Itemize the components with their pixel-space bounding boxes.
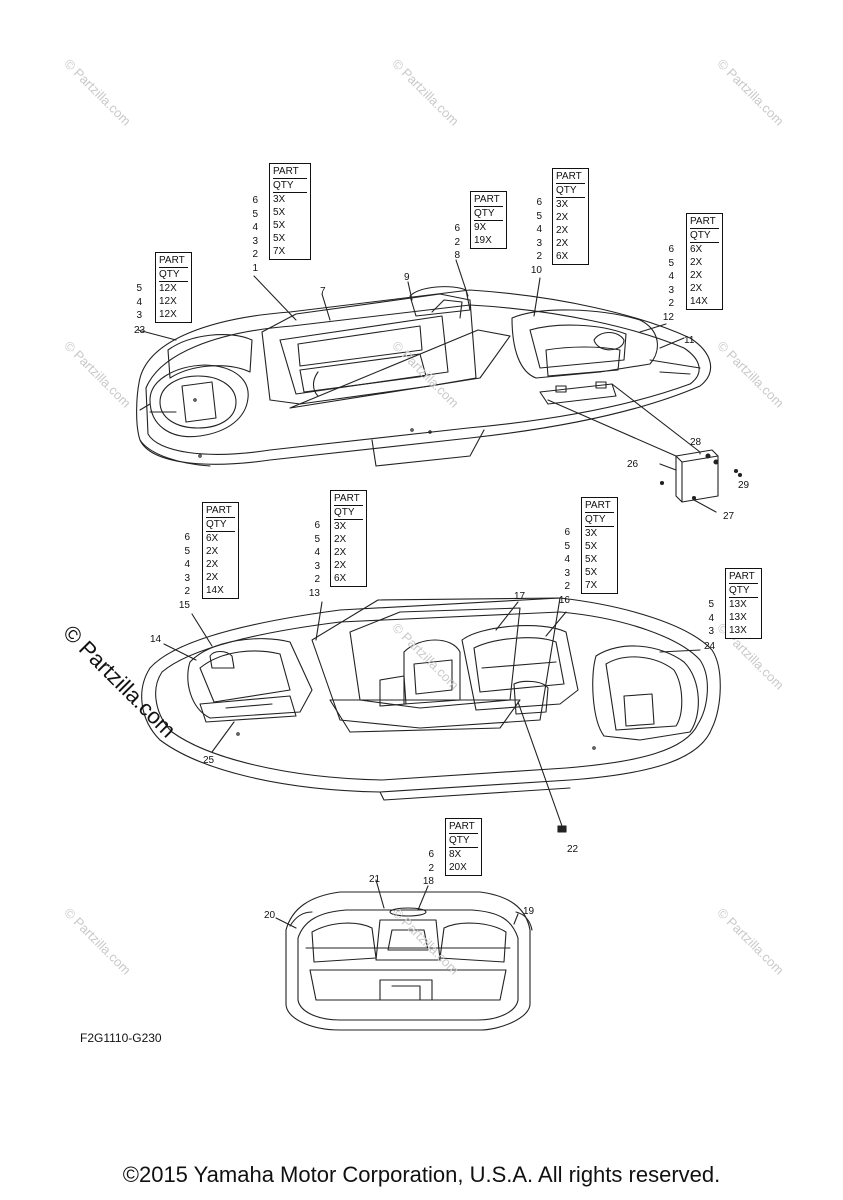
- callout-26-leader: [547, 383, 701, 457]
- qty-table: PART QTY 3X 2X 2X 2X 6X: [330, 490, 367, 587]
- callout-number: 26: [627, 459, 639, 470]
- callout-number: 20: [264, 910, 276, 921]
- callout-number: 19: [523, 906, 535, 917]
- callout-number: 23: [134, 325, 146, 336]
- callout-number: 11: [684, 335, 695, 346]
- part-26-block: [675, 449, 719, 503]
- stern-rear-view: [285, 891, 533, 1031]
- qty-table: PART QTY 6X 2X 2X 2X 14X: [686, 213, 723, 310]
- callout-number: 29: [738, 480, 750, 491]
- mid-deck-view: [141, 597, 721, 801]
- copyright-notice: ©2015 Yamaha Motor Corporation, U.S.A. A…: [122, 1162, 721, 1187]
- callout-number: 27: [723, 511, 735, 522]
- upper-deck-view: [136, 286, 712, 467]
- qty-table: PART QTY 8X 20X: [445, 818, 482, 876]
- qty-table: PART QTY 13X 13X 13X: [725, 568, 762, 639]
- callout-number: 9: [404, 272, 410, 283]
- callout-number: 25: [203, 755, 215, 766]
- callout-number: 7: [320, 286, 326, 297]
- callout-number: 17: [514, 591, 526, 602]
- qty-table: PART QTY 12X 12X 12X: [155, 252, 192, 323]
- qty-table: PART QTY 6X 2X 2X 2X 14X: [202, 502, 239, 599]
- qty-table: PART QTY 9X 19X: [470, 191, 507, 249]
- figure-code: F2G1110-G230: [80, 1031, 162, 1045]
- qty-table: PART QTY 3X 5X 5X 5X 7X: [269, 163, 311, 260]
- qty-table: PART QTY 3X 5X 5X 5X 7X: [581, 497, 618, 594]
- callout-number: 24: [704, 641, 716, 652]
- callout-number: 14: [150, 634, 162, 645]
- callout-number: 22: [567, 844, 579, 855]
- callout-number: 21: [369, 874, 381, 885]
- callout-number: 28: [690, 437, 702, 448]
- qty-table: PART QTY 3X 2X 2X 2X 6X: [552, 168, 589, 265]
